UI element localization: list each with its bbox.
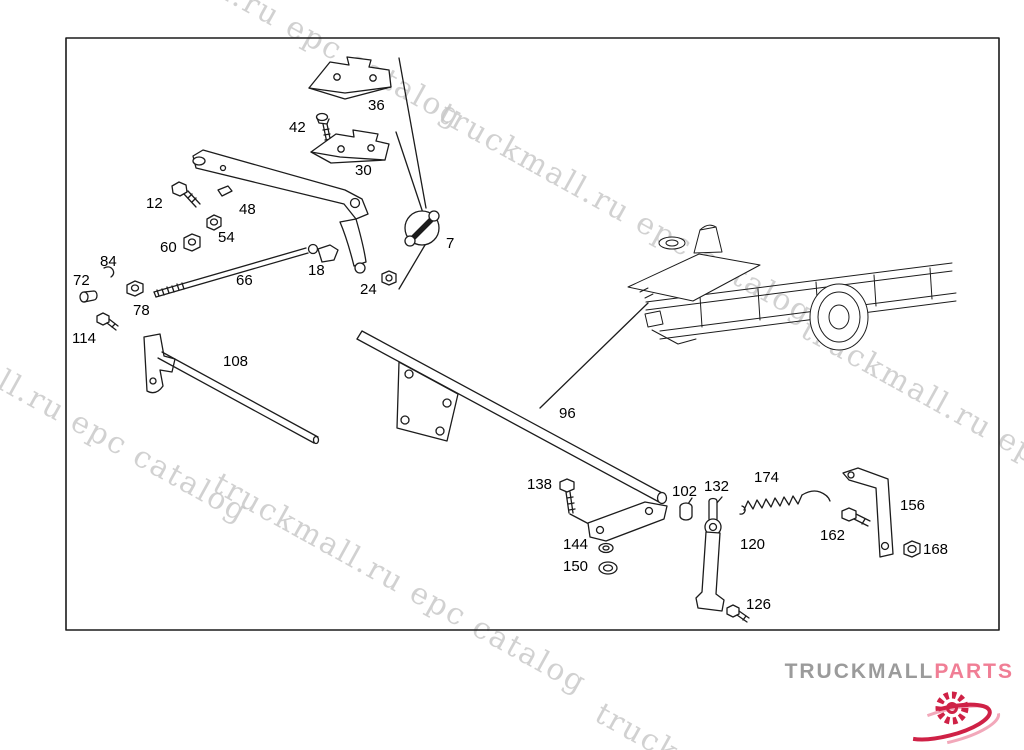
part-label-132: 132: [704, 478, 730, 495]
part-30-bracket: [310, 129, 390, 164]
part-156-bracket: [842, 467, 894, 558]
shaft-end-bracket: [587, 501, 668, 542]
truck-chassis-sketch: [627, 224, 957, 351]
part-150-ring: [598, 561, 618, 575]
part-label-174: 174: [754, 469, 780, 486]
part-label-168: 168: [923, 541, 949, 558]
part-label-84: 84: [100, 253, 117, 270]
part-54-nut: [206, 214, 222, 231]
part-label-108: 108: [223, 353, 249, 370]
logo-parts: PARTS: [934, 660, 1014, 683]
part-60-nut: [183, 233, 201, 252]
part-36-bracket: [308, 56, 392, 100]
border-frame: [65, 37, 1000, 631]
brand-logo: TRUCKMALLPARTS: [774, 660, 1014, 746]
part-174-spring: [739, 490, 831, 515]
part-96-shaft: [356, 330, 668, 505]
part-78-nut: [126, 280, 144, 297]
part-label-102: 102: [672, 483, 698, 500]
part-label-96: 96: [559, 405, 576, 422]
part-label-12: 12: [146, 195, 163, 212]
part-120-lever: [695, 518, 725, 612]
part-48-pin: [217, 185, 233, 197]
part-42-bolt: [315, 112, 332, 144]
tool-7-wrench-icon: [404, 210, 440, 247]
part-label-66: 66: [236, 272, 253, 289]
part-18-joint: [317, 244, 339, 263]
part-label-36: 36: [368, 97, 385, 114]
part-label-126: 126: [746, 596, 772, 613]
part-label-48: 48: [239, 201, 256, 218]
part-138-bolt: [559, 478, 576, 514]
part-162-bolt: [841, 507, 871, 527]
part-label-120: 120: [740, 536, 766, 553]
part-label-72: 72: [73, 272, 90, 289]
part-84-clip: [103, 266, 115, 278]
part-168-nut: [903, 540, 921, 558]
part-144-washer: [598, 542, 614, 554]
part-label-30: 30: [355, 162, 372, 179]
part-label-60: 60: [160, 239, 177, 256]
part-12-bolt: [171, 181, 201, 208]
part-label-144: 144: [563, 536, 589, 553]
part-label-18: 18: [308, 262, 325, 279]
part-114-bolt: [96, 312, 119, 331]
part-label-78: 78: [133, 302, 150, 319]
logo-text: TRUCKMALLPARTS: [774, 660, 1014, 684]
part-label-7: 7: [446, 235, 455, 252]
part-66-rod: [153, 243, 319, 298]
part-126-bolt: [726, 604, 750, 623]
part-108-rod: [143, 333, 320, 445]
part-label-150: 150: [563, 558, 589, 575]
logo-truckmall: TRUCKMALL: [784, 660, 935, 683]
part-label-24: 24: [360, 281, 377, 298]
lever-arm: [192, 149, 369, 274]
part-label-162: 162: [820, 527, 846, 544]
logo-gear-icon: [895, 691, 1001, 746]
part-label-138: 138: [527, 476, 553, 493]
part-132-pin: [708, 497, 718, 523]
part-label-114: 114: [72, 330, 96, 347]
part-label-42: 42: [289, 119, 306, 136]
leader-lines: [395, 57, 723, 525]
part-72-pin: [79, 290, 98, 303]
part-label-156: 156: [900, 497, 926, 514]
part-24-nut: [381, 270, 397, 286]
part-label-54: 54: [218, 229, 235, 246]
part-102-bushing: [679, 502, 693, 521]
